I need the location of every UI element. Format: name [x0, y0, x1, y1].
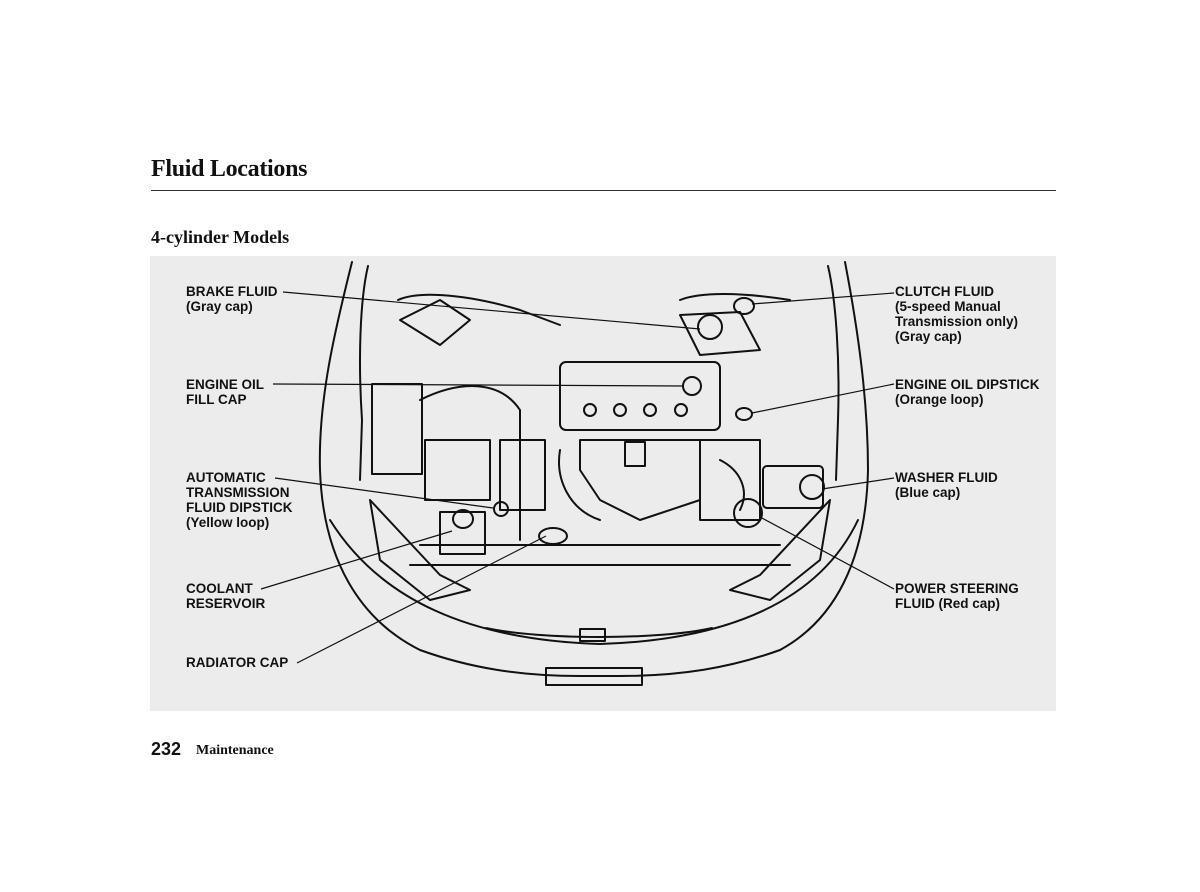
transmission — [499, 439, 546, 511]
brake-fluid-cap — [697, 314, 723, 340]
leader-coolant-reservoir — [260, 530, 453, 590]
coolant-reservoir-cap — [452, 509, 474, 529]
cowl-left — [397, 293, 561, 326]
valve-cover — [559, 361, 721, 431]
callout-radiator-cap: RADIATOR CAP — [186, 655, 289, 670]
section-subtitle: 4-cylinder Models — [151, 227, 290, 247]
front-grille-line — [485, 627, 713, 638]
clutch-fluid-cap — [733, 297, 755, 315]
leader-atf-dipstick — [274, 477, 494, 509]
throttle-body — [624, 441, 646, 467]
left-headlight — [369, 499, 471, 601]
radiator-support — [409, 544, 791, 566]
callout-engine-oil-dipstick: ENGINE OIL DIPSTICK(Orange loop) — [895, 377, 1040, 407]
air-cleaner-box — [371, 383, 423, 475]
leader-power-steering — [759, 516, 895, 590]
spark-plug-1 — [583, 403, 597, 417]
leader-washer-fluid — [821, 477, 895, 490]
page-title: Fluid Locations — [151, 156, 308, 182]
brake-master-cylinder — [679, 311, 761, 356]
cowl-right — [679, 293, 791, 301]
engine-diagram-panel — [150, 256, 1056, 711]
license-plate-recess — [545, 667, 643, 686]
right-headlight — [729, 499, 831, 601]
spark-plug-4 — [674, 403, 688, 417]
washer-fluid-cap — [799, 474, 825, 500]
intake-manifold — [579, 439, 701, 521]
front-bumper — [329, 519, 859, 645]
atf-dipstick-loop — [493, 501, 509, 517]
left-inner-fender — [359, 265, 369, 481]
leader-brake-fluid — [282, 291, 701, 330]
radiator-cap-shape — [538, 527, 568, 545]
spark-plug-2 — [613, 403, 627, 417]
page-number: 232 — [151, 739, 182, 759]
hose-left — [558, 449, 601, 521]
spark-plug-3 — [643, 403, 657, 417]
leader-engine-oil-fill-cap — [272, 383, 685, 387]
left-strut — [399, 299, 471, 346]
title-rule — [151, 190, 1056, 191]
right-inner-fender — [827, 265, 840, 481]
engine-oil-fill-cap — [682, 376, 702, 396]
right-fender-outline — [619, 261, 869, 677]
engine-oil-dipstick-loop — [735, 407, 753, 421]
callout-washer-fluid: WASHER FLUID(Blue cap) — [895, 470, 998, 500]
left-fender-outline — [318, 261, 621, 677]
coolant-reservoir-body — [439, 511, 486, 555]
hose-right — [719, 459, 745, 511]
leader-clutch-fluid — [751, 292, 895, 305]
section-name: Maintenance — [196, 743, 274, 758]
leader-engine-oil-dipstick — [751, 383, 895, 414]
power-steering-reservoir — [733, 498, 763, 528]
front-badge — [579, 628, 606, 642]
air-intake-tube — [419, 385, 521, 541]
right-components — [699, 439, 761, 521]
washer-fluid-reservoir — [762, 465, 824, 509]
battery — [424, 439, 491, 501]
leader-radiator-cap — [296, 535, 547, 664]
callout-brake-fluid: BRAKE FLUID(Gray cap) — [186, 284, 278, 314]
